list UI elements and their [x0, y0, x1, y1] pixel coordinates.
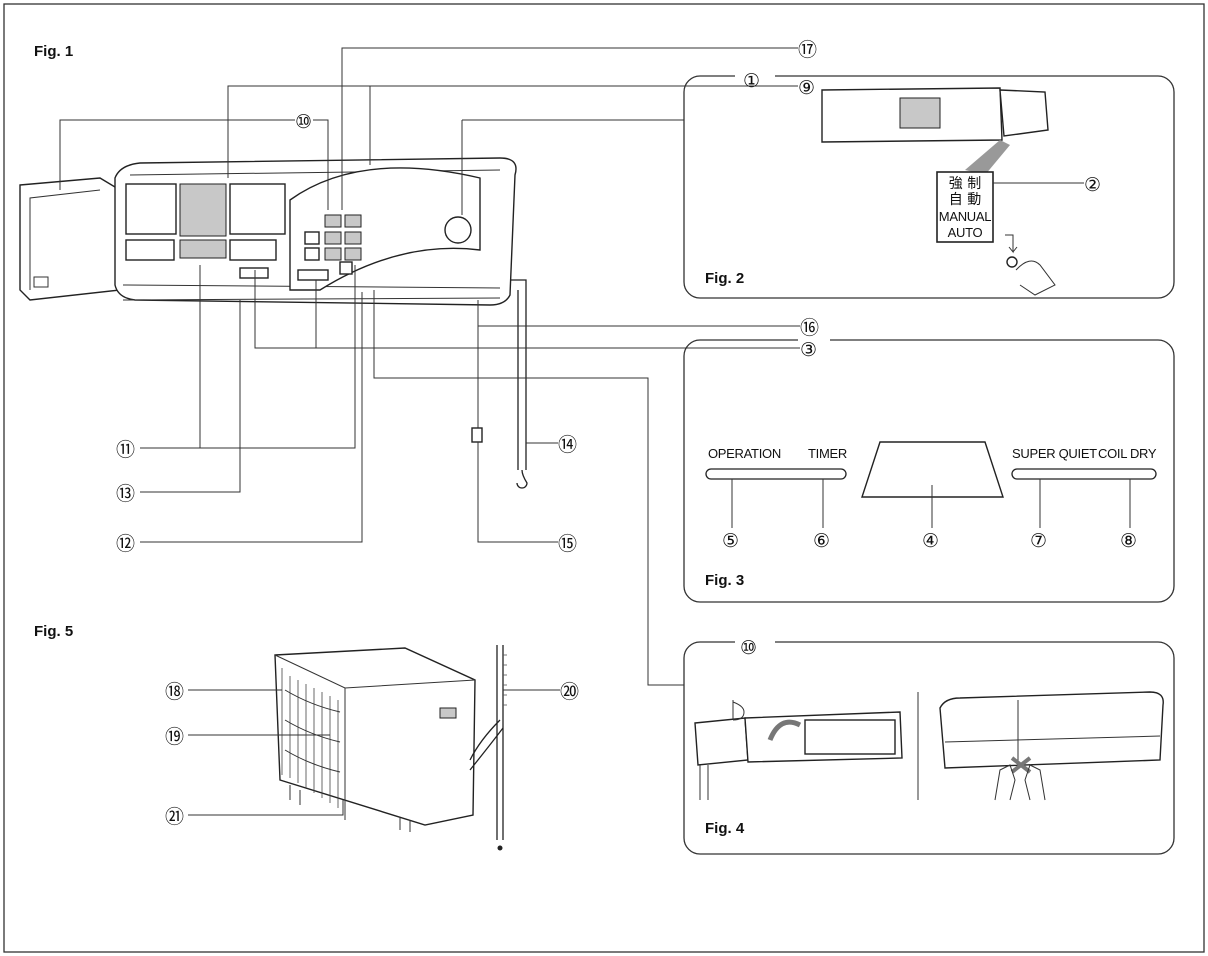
- callout-1: ①: [743, 70, 760, 92]
- callout-18: ⑱: [165, 681, 184, 703]
- indicator-lamp-left: [705, 468, 847, 480]
- fig4-panel: [683, 641, 1175, 855]
- indicator-timer: TIMER: [808, 446, 847, 461]
- switch-label-auto: AUTO: [948, 225, 983, 240]
- fig1-leader-lines: [59, 47, 800, 686]
- pointing-hand-icon: [1006, 256, 1056, 296]
- callout-12: ⑫: [116, 533, 135, 555]
- callout-16: ⑯: [800, 317, 819, 339]
- callout-6: ⑥: [813, 530, 830, 552]
- fig4-label: Fig. 4: [705, 820, 745, 837]
- callout-17: ⑰: [798, 39, 817, 61]
- indicator-lamp-right: [1011, 468, 1157, 480]
- switch-label-jp2: 自 動: [949, 192, 981, 208]
- fig4-unit-closed: [939, 691, 1164, 801]
- callout-15: ⑮: [558, 533, 577, 555]
- indoor-unit: [19, 157, 528, 489]
- fig2-panel: [683, 75, 1175, 299]
- receiver-window: [861, 441, 1004, 498]
- callout-13: ⑬: [116, 483, 135, 505]
- callout-2: ②: [1084, 174, 1101, 196]
- fig2-label: Fig. 2: [705, 270, 744, 287]
- callout-14: ⑭: [558, 434, 577, 456]
- fig2-unit: [821, 87, 1049, 175]
- fig3-panel: [683, 339, 1175, 603]
- indicator-super-quiet: SUPER QUIET: [1012, 446, 1097, 461]
- fig4-unit-open: [694, 700, 903, 800]
- callout-19: ⑲: [165, 726, 184, 748]
- callout-4: ④: [922, 530, 939, 552]
- outdoor-unit: [274, 645, 507, 851]
- callout-3: ③: [800, 339, 817, 361]
- manual-auto-switch-label: [936, 171, 994, 243]
- callout-8: ⑧: [1120, 530, 1137, 552]
- indicator-operation: OPERATION: [708, 446, 781, 461]
- callout-10: ⑩: [295, 111, 312, 133]
- fig5-label: Fig. 5: [34, 623, 73, 640]
- indicator-coil-dry: COIL DRY: [1098, 446, 1157, 461]
- switch-label-manual: MANUAL: [939, 209, 991, 224]
- page-border: [3, 3, 1205, 953]
- fig1-label: Fig. 1: [34, 43, 73, 60]
- switch-label-jp1: 強 制: [949, 176, 981, 192]
- callout-10b: ⑩: [740, 637, 757, 659]
- callout-5: ⑤: [722, 530, 739, 552]
- callout-20: ⑳: [560, 681, 579, 703]
- fig3-label: Fig. 3: [705, 572, 744, 589]
- callout-7: ⑦: [1030, 530, 1047, 552]
- callout-9: ⑨: [798, 77, 815, 99]
- callout-11: ⑪: [116, 439, 135, 461]
- callout-21: ㉑: [165, 806, 184, 828]
